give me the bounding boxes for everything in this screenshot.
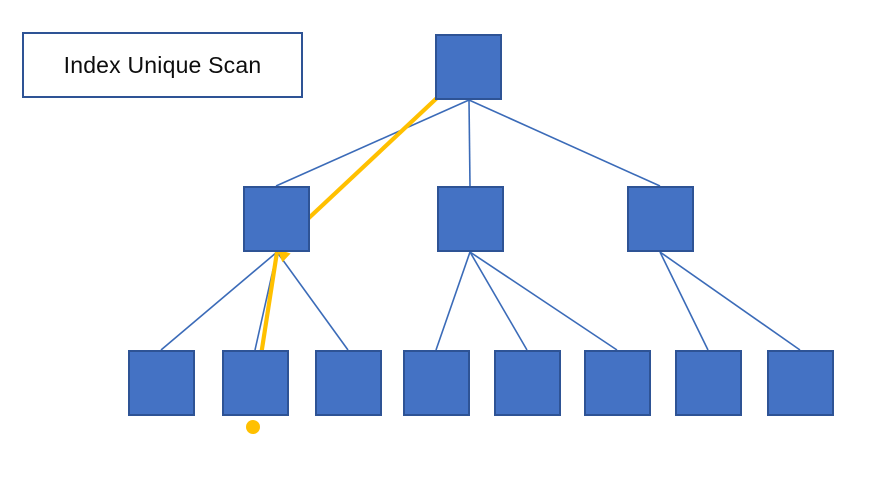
tree-edge-root-to-branch-2 (468, 99, 471, 187)
tree-node-leaf-5 (494, 350, 561, 416)
tree-node-leaf-4 (403, 350, 470, 416)
tree-node-leaf-2 (222, 350, 289, 416)
tree-node-branch-3 (627, 186, 694, 252)
tree-edge-branch-1-to-leaf-3 (276, 251, 349, 351)
tree-edge-branch-3-to-leaf-8 (659, 251, 801, 351)
legend-box: Index Unique Scan (22, 32, 303, 98)
tree-edge-branch-2-to-leaf-6 (469, 251, 618, 351)
tree-node-branch-1 (243, 186, 310, 252)
edge-layer (160, 99, 801, 351)
tree-node-leaf-7 (675, 350, 742, 416)
tree-node-leaf-1 (128, 350, 195, 416)
tree-node-branch-2 (437, 186, 504, 252)
tree-edge-root-to-branch-3 (468, 99, 661, 187)
scan-arrowhead-1 (277, 249, 291, 263)
scan-terminal-dot (246, 420, 260, 434)
tree-node-leaf-3 (315, 350, 382, 416)
tree-edge-root-to-branch-1 (275, 99, 470, 187)
tree-node-leaf-6 (584, 350, 651, 416)
tree-edge-branch-1-to-leaf-1 (160, 251, 278, 351)
tree-edge-branch-2-to-leaf-4 (435, 251, 471, 351)
legend-label: Index Unique Scan (63, 51, 262, 78)
tree-node-leaf-8 (767, 350, 834, 416)
tree-edge-branch-2-to-leaf-5 (469, 251, 528, 351)
tree-node-root (435, 34, 502, 100)
tree-edge-branch-3-to-leaf-7 (659, 251, 709, 351)
